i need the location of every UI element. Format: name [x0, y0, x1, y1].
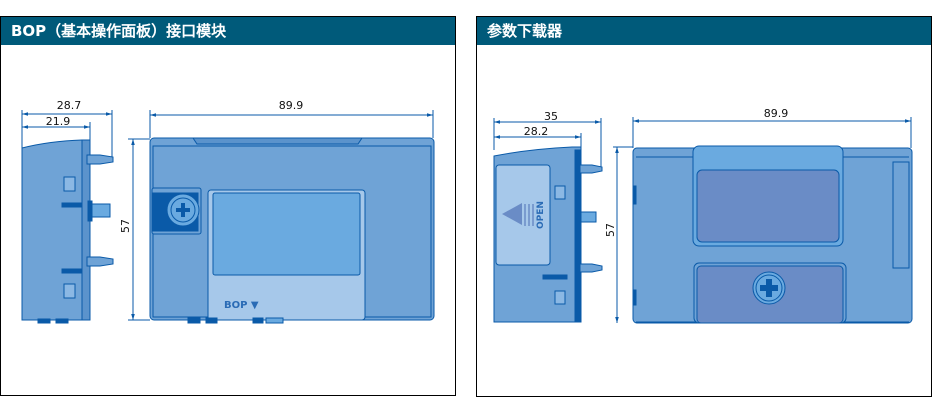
- dim-side-total-width: 28.7: [57, 99, 82, 112]
- dimension-lines-bop: [21, 110, 434, 321]
- dim-front-width: 89.9: [279, 99, 304, 112]
- arrow-icon: [502, 203, 522, 225]
- panel-title: BOP（基本操作面板）接口模块: [1, 17, 455, 45]
- loader-window: [696, 169, 840, 243]
- dim-side-body-width: 28.2: [524, 125, 549, 138]
- dim-side-total-width: 35: [544, 110, 558, 123]
- dim-height: 57: [604, 223, 617, 237]
- bop-front-view: [149, 137, 435, 324]
- open-cover: [495, 164, 551, 266]
- loader-front-view: [632, 145, 913, 324]
- bop-display-screen: [212, 192, 361, 276]
- bop-label: BOP ▼: [224, 300, 259, 311]
- loader-side-view: [493, 146, 603, 323]
- panel-title: 参数下载器: [477, 17, 931, 45]
- dim-side-body-width: 21.9: [46, 115, 71, 128]
- bop-side-view: [21, 139, 114, 324]
- dimension-lines-loader: [493, 117, 912, 323]
- dim-front-width: 89.9: [764, 107, 789, 120]
- open-label: OPEN: [536, 201, 546, 229]
- dim-height: 57: [119, 219, 132, 233]
